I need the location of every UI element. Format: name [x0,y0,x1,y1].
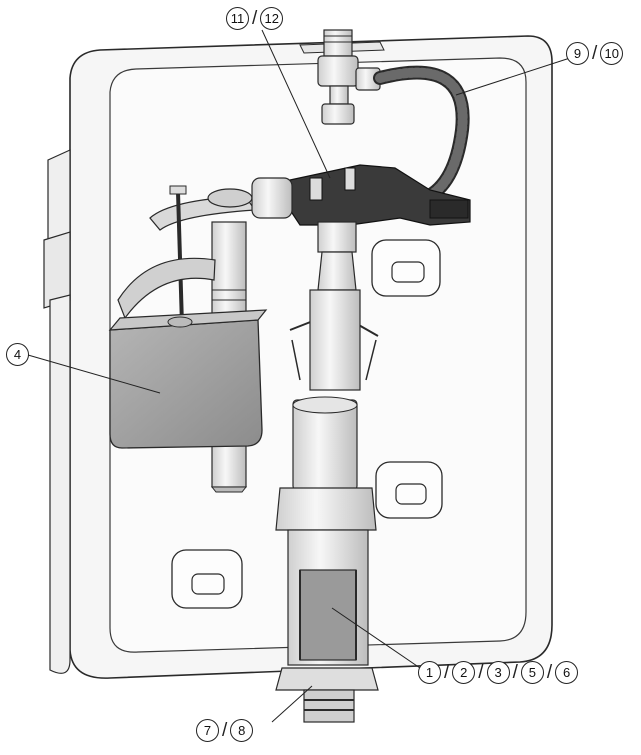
callout-separator: / [592,42,598,64]
leader-11-12 [261,29,331,179]
callout-number: 10 [600,42,624,65]
callout-separator: / [512,661,518,683]
callout-4: 4 [6,343,29,366]
actuator-bracket [289,164,471,226]
callout-number: 5 [520,661,544,684]
callout-separator: / [222,719,228,741]
callout-7-8: 7 / 8 [196,719,254,742]
fill-valve [108,177,293,493]
callout-1-2-3-5-6: 1 / 2 / 3 / 5 / 6 [418,661,579,684]
callout-number: 8 [230,719,254,742]
leader-9-10 [455,57,571,96]
callout-number: 12 [260,7,284,30]
callout-separator: / [546,661,553,683]
wall-opening-top-right [371,239,441,297]
callout-number: 7 [196,719,219,742]
callout-number: 2 [452,661,476,684]
callout-separator: / [478,661,484,683]
leader-lines [27,29,571,723]
callout-11-12: 11 / 12 [226,7,284,30]
callout-separator: / [252,7,258,29]
leader-1-6 [331,607,421,669]
callout-9-10: 9 / 10 [566,42,624,65]
callout-number: 9 [566,42,589,65]
angle-valve [317,29,381,125]
flush-valve [275,221,379,723]
callout-number: 1 [418,661,441,684]
braided-hose [373,65,470,212]
wall-opening-bottom-left [171,549,243,609]
callout-number: 4 [6,343,29,366]
callout-number: 6 [555,661,579,684]
callout-number: 3 [486,661,510,684]
callout-separator: / [444,661,450,683]
wall-opening-mid-right [375,461,443,519]
leader-7-8 [271,685,313,723]
leader-4 [27,354,161,394]
callout-number: 11 [226,7,249,30]
